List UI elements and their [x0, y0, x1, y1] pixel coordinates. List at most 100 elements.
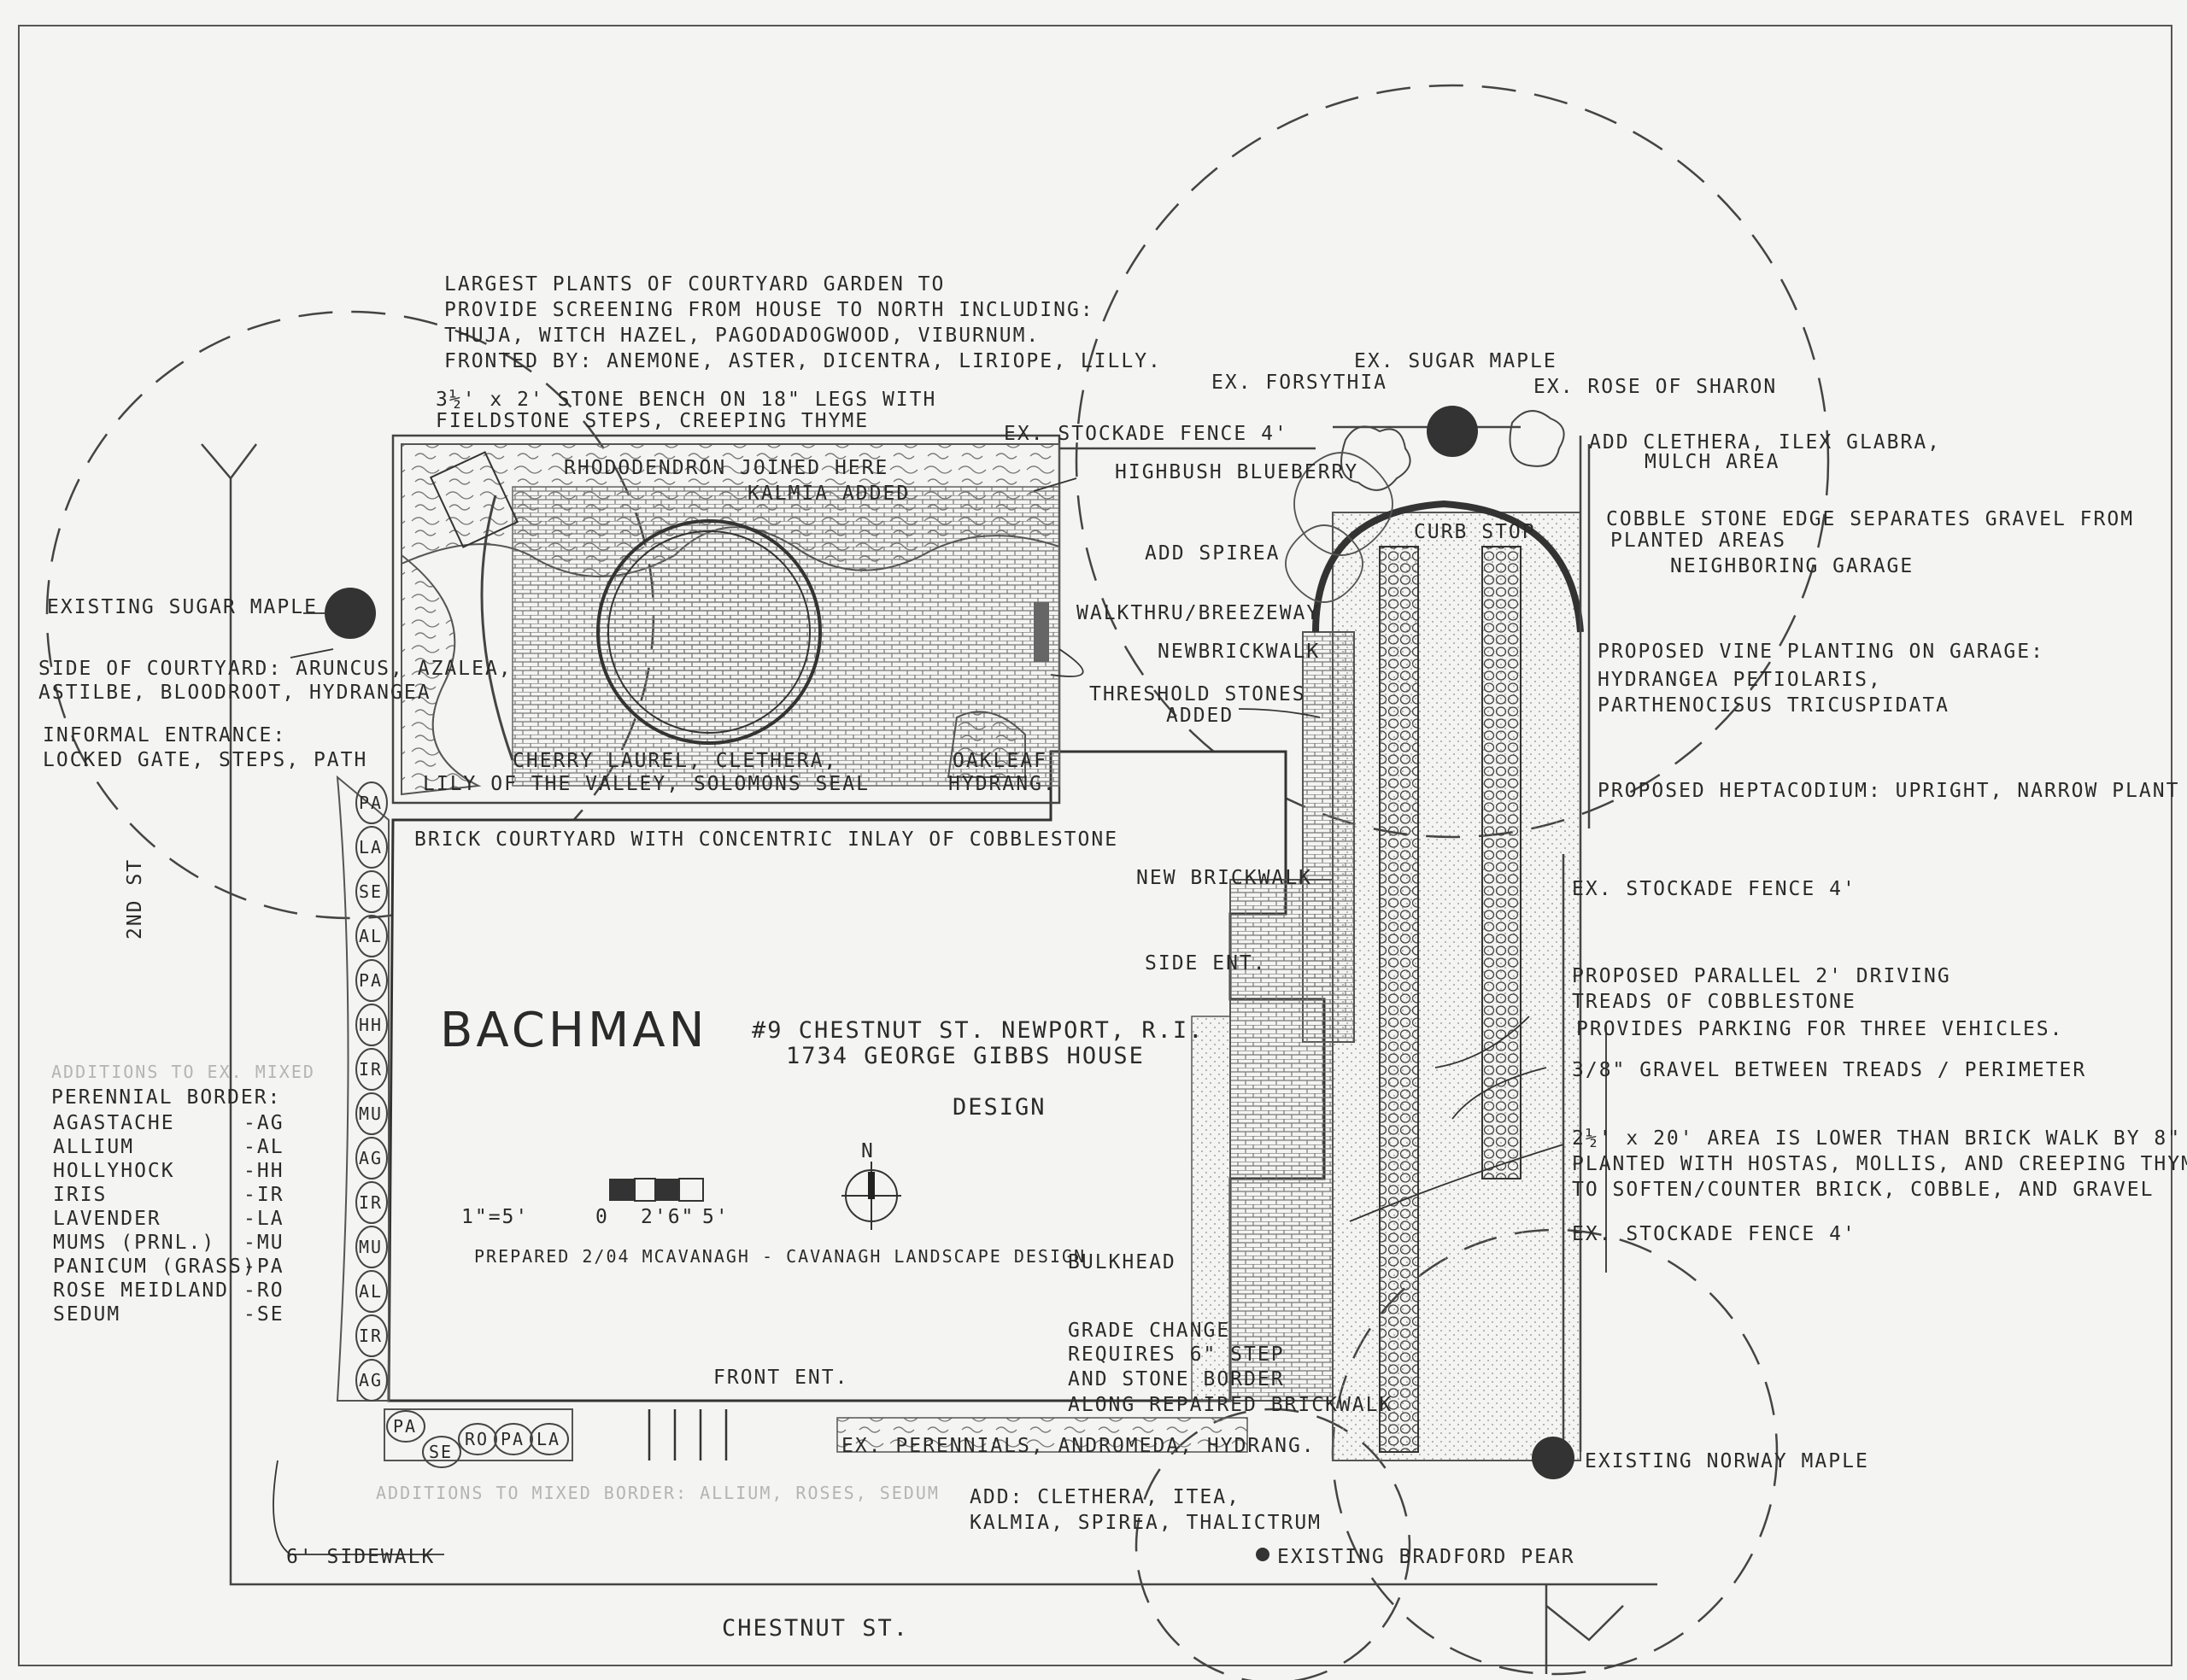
svg-text:PROVIDE SCREENING FROM HOUSE T: PROVIDE SCREENING FROM HOUSE TO NORTH IN…: [444, 299, 1094, 321]
svg-text:EX. STOCKADE FENCE 4': EX. STOCKADE FENCE 4': [1572, 878, 1856, 900]
plant-clump: [355, 1092, 388, 1135]
plant-clump: [422, 1436, 461, 1468]
property-lines: [201, 443, 1657, 1674]
svg-text:2½' x 20' AREA IS LOWER THAN B: 2½' x 20' AREA IS LOWER THAN BRICK WALK …: [1572, 1127, 2181, 1150]
svg-text:PROPOSED HEPTACODIUM: UPRIGHT,: PROPOSED HEPTACODIUM: UPRIGHT, NARROW PL…: [1598, 780, 2179, 802]
svg-text:MULCH AREA: MULCH AREA: [1645, 451, 1780, 473]
cobble-tread-right: [1481, 546, 1522, 1180]
svg-text:LARGEST PLANTS OF COURTYARD GA: LARGEST PLANTS OF COURTYARD GARDEN TO: [444, 273, 945, 296]
north-label: N: [861, 1140, 875, 1162]
svg-text:HYDRANGEA PETIOLARIS,: HYDRANGEA PETIOLARIS,: [1598, 669, 1882, 691]
plant-clump: [355, 959, 388, 1002]
legend-item-name: AGASTACHE: [53, 1112, 175, 1134]
svg-text:TREADS OF COBBLESTONE: TREADS OF COBBLESTONE: [1572, 991, 1856, 1013]
legend-item-code: -LA: [243, 1208, 284, 1230]
svg-text:BRICK COURTYARD WITH CONCENTRI: BRICK COURTYARD WITH CONCENTRIC INLAY OF…: [414, 828, 1118, 851]
legend-item-code: -PA: [243, 1256, 284, 1278]
plant-code: AG: [359, 1370, 383, 1390]
driveway-gravel: [1332, 512, 1581, 1461]
plant-clump: [355, 781, 388, 824]
legend-item-code: -AL: [243, 1136, 284, 1158]
svg-text:ADDITIONS TO MIXED BORDER: ALL: ADDITIONS TO MIXED BORDER: ALLIUM, ROSES…: [376, 1483, 940, 1503]
svg-text:PROVIDES PARKING FOR THREE VEH: PROVIDES PARKING FOR THREE VEHICLES.: [1576, 1018, 2064, 1040]
tree-bradford-pear: [1256, 1548, 1269, 1561]
prepared-by: PREPARED 2/04 MCAVANAGH - CAVANAGH LANDS…: [474, 1246, 1086, 1267]
svg-text:THUJA, WITCH HAZEL, PAGODADOGW: THUJA, WITCH HAZEL, PAGODADOGWOOD, VIBUR…: [444, 325, 1040, 347]
svg-text:NEIGHBORING GARAGE: NEIGHBORING GARAGE: [1670, 555, 1914, 577]
stone-bench: [429, 451, 519, 548]
svg-text:NEWBRICKWALK: NEWBRICKWALK: [1158, 641, 1320, 663]
svg-text:AND STONE BORDER: AND STONE BORDER: [1068, 1368, 1285, 1390]
svg-text:LOCKED GATE, STEPS, PATH: LOCKED GATE, STEPS, PATH: [43, 749, 367, 771]
plant-clump: [355, 915, 388, 957]
courtyard-cobble-circle: [596, 519, 822, 745]
plant-clump: [386, 1410, 425, 1443]
svg-text:EX. STOCKADE FENCE 4': EX. STOCKADE FENCE 4': [1572, 1223, 1856, 1245]
courtyard-planting-left: [401, 553, 482, 796]
street-second: 2ND ST: [124, 858, 146, 940]
plant-code: PA: [501, 1429, 525, 1449]
plant-code: IR: [359, 1059, 383, 1080]
plant-code: SE: [359, 881, 383, 902]
plant-clump: [355, 1314, 388, 1357]
svg-text:EX. ROSE OF SHARON: EX. ROSE OF SHARON: [1533, 376, 1777, 398]
tree-ex-sugar-maple: [1427, 406, 1478, 457]
plant-code: PA: [359, 793, 383, 813]
legend-title: PERENNIAL BORDER:: [51, 1086, 281, 1109]
svg-text:3/8" GRAVEL BETWEEN TREADS / P: 3/8" GRAVEL BETWEEN TREADS / PERIMETER: [1572, 1059, 2086, 1081]
legend-item-name: IRIS: [53, 1184, 107, 1206]
svg-text:PARTHENOCISUS TRICUSPIDATA: PARTHENOCISUS TRICUSPIDATA: [1598, 694, 1950, 717]
house-name: 1734 GEORGE GIBBS HOUSE: [786, 1043, 1145, 1069]
svg-text:THRESHOLD STONES: THRESHOLD STONES: [1089, 683, 1306, 705]
plant-clump: [355, 1359, 388, 1402]
svg-text:RHODODENDRON JOINED HERE: RHODODENDRON JOINED HERE: [564, 457, 888, 479]
sidewalk-label: 6' SIDEWALK: [286, 1546, 435, 1568]
svg-text:EXISTING NORWAY MAPLE: EXISTING NORWAY MAPLE: [1585, 1450, 1869, 1472]
plant-clump: [355, 826, 388, 869]
plant-code: MU: [359, 1237, 383, 1257]
driveway-arch: [1312, 500, 1584, 633]
svg-text:INFORMAL ENTRANCE:: INFORMAL ENTRANCE:: [43, 724, 286, 746]
svg-text:HYDRANG.: HYDRANG.: [948, 773, 1057, 795]
scale-mid: 2'6": [641, 1206, 695, 1228]
plant-clump: [530, 1423, 569, 1455]
shrubs-east: [1285, 452, 1393, 603]
legend-item-code: -MU: [243, 1232, 284, 1254]
plant-code: SE: [429, 1442, 453, 1462]
legend-item-code: -IR: [243, 1184, 284, 1206]
plant-clump: [355, 870, 388, 913]
courtyard-note: LARGEST PLANTS OF COURTYARD GARDEN TO PR…: [444, 273, 1162, 372]
project-address: #9 CHESTNUT ST. NEWPORT, R.I.: [752, 1017, 1204, 1044]
plant-clump: [355, 1181, 388, 1224]
svg-text:ADD CLETHERA, ILEX GLABRA,: ADD CLETHERA, ILEX GLABRA,: [1589, 431, 1941, 454]
legend-item-code: -SE: [243, 1303, 284, 1326]
lower-planting-area: [1191, 1016, 1231, 1402]
svg-text:FRONTED BY: ANEMONE, ASTER,: FRONTED BY: ANEMONE, ASTER, DICENTRA, LI…: [444, 350, 1162, 372]
svg-text:SIDE ENT.: SIDE ENT.: [1145, 952, 1267, 975]
svg-text:BULKHEAD: BULKHEAD: [1068, 1251, 1176, 1273]
west-perennial-border: [336, 775, 390, 1402]
svg-text:CURB STOP: CURB STOP: [1414, 521, 1536, 543]
svg-text:COBBLE STONE EDGE SEPARATES GR: COBBLE STONE EDGE SEPARATES GRAVEL FROM: [1606, 508, 2134, 530]
plant-code: MU: [359, 1103, 383, 1124]
svg-text:ASTILBE, BLOODROOT, HYDRANGEA: ASTILBE, BLOODROOT, HYDRANGEA: [38, 682, 431, 704]
legend-item-code: -HH: [243, 1160, 284, 1182]
svg-text:ADDED: ADDED: [1166, 705, 1234, 727]
svg-text:REQUIRES 6" STEP: REQUIRES 6" STEP: [1068, 1343, 1285, 1366]
svg-text:TO SOFTEN/COUNTER BRICK, COBBL: TO SOFTEN/COUNTER BRICK, COBBLE, AND GRA…: [1572, 1179, 2154, 1201]
cobble-tread-left: [1379, 546, 1419, 1453]
shrub-rose-of-sharon: [1509, 410, 1565, 467]
plant-clump: [355, 1048, 388, 1091]
svg-text:EX. FORSYTHIA: EX. FORSYTHIA: [1211, 372, 1387, 394]
plant-code: IR: [359, 1326, 383, 1346]
svg-text:NEW BRICKWALK: NEW BRICKWALK: [1136, 867, 1312, 889]
scale-ratio: 1"=5': [461, 1206, 529, 1228]
svg-text:SIDE OF COURTYARD: ARUNCUS, AZ: SIDE OF COURTYARD: ARUNCUS, AZALEA,: [38, 658, 513, 680]
svg-text:LILY OF THE VALLEY, SOLOMONS S: LILY OF THE VALLEY, SOLOMONS SEAL: [423, 773, 870, 795]
legend-item-name: ALLIUM: [53, 1136, 134, 1158]
plant-clump: [355, 1270, 388, 1313]
scale-bar: [609, 1178, 704, 1202]
svg-text:HIGHBUSH BLUEBERRY: HIGHBUSH BLUEBERRY: [1115, 461, 1358, 483]
